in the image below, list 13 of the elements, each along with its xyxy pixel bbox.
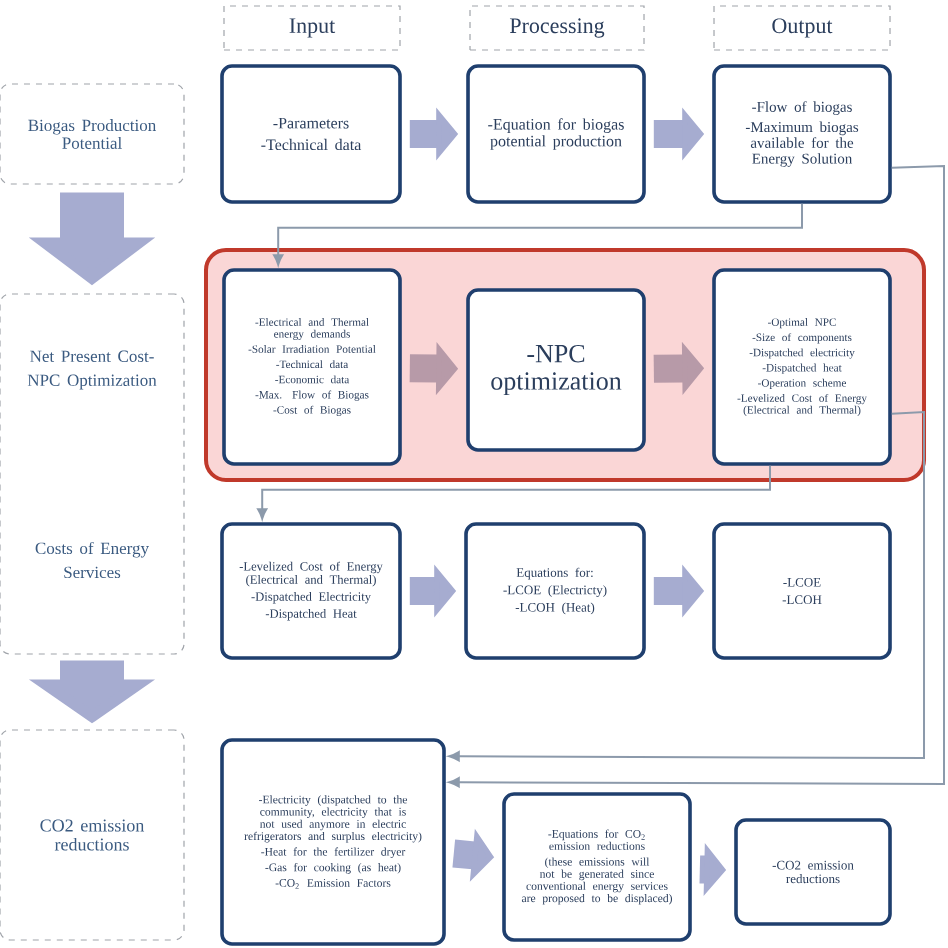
connector-arrow [448, 164, 945, 788]
connector-arrow [273, 202, 803, 266]
column-header: Output [713, 5, 891, 51]
column-header: Processing [469, 5, 645, 51]
connector-arrow [257, 464, 771, 520]
stage-box: CO2 emission reductions [0, 729, 185, 941]
process-box: -Parameters -Technical data [220, 64, 402, 204]
column-header: Input [223, 5, 401, 51]
connector-arrow [448, 410, 925, 762]
stage-box: Net Present Cost- NPC Optimization Costs of Energy Services [0, 293, 185, 655]
process-box: -NPC optimization [466, 288, 646, 452]
process-box: -Equation for biogas potential production [466, 64, 646, 204]
stage-box: Biogas Production Potential [0, 83, 185, 185]
